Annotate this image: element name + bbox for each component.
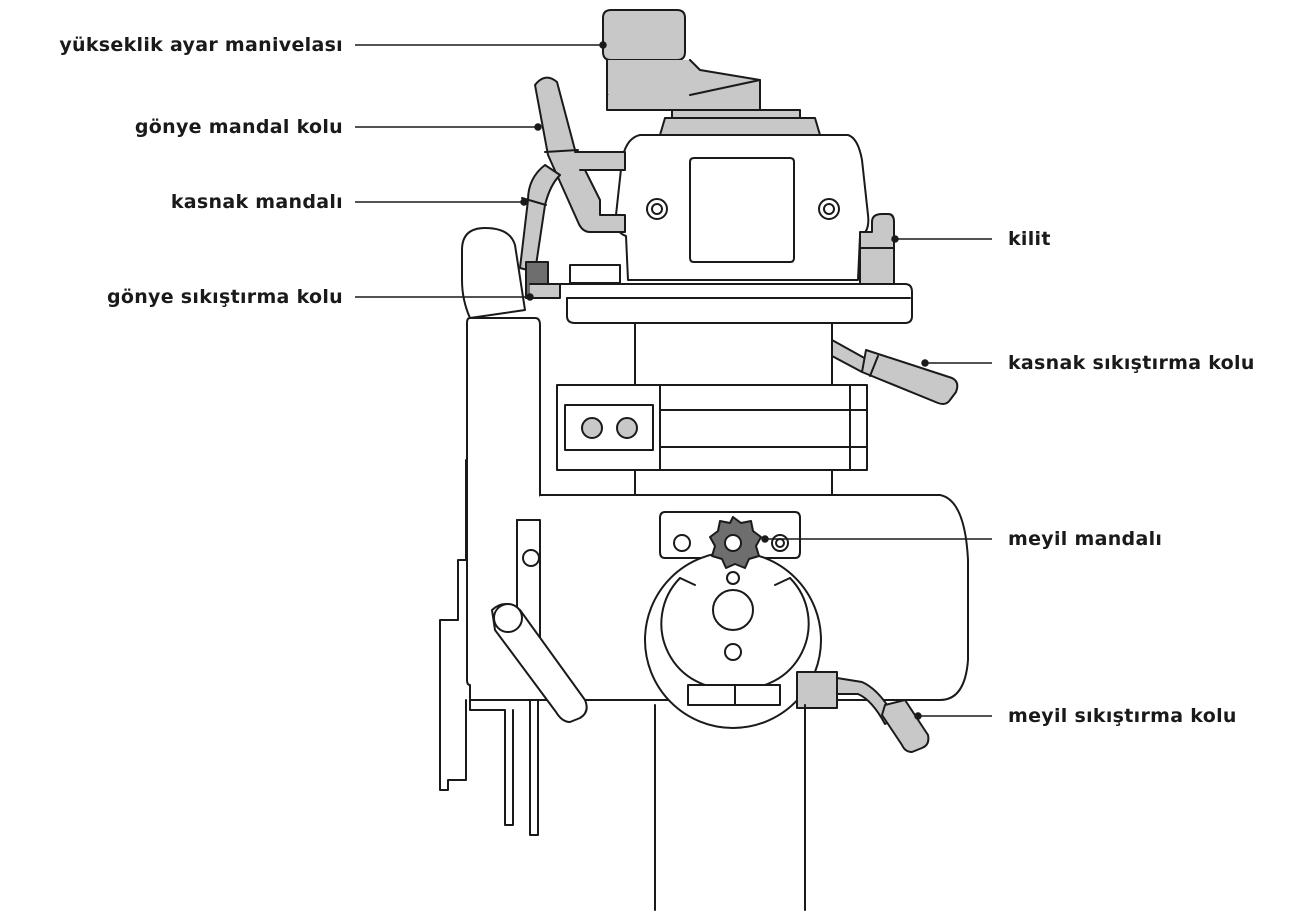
label-lock: kilit: [1008, 228, 1051, 250]
miter-latch-lever-drawing: [534, 76, 626, 233]
height-crank-drawing: [602, 9, 821, 136]
leader-dot-height-crank: [599, 41, 607, 49]
leader-lines: [355, 41, 992, 720]
leader-dot-miter-latch-lever: [534, 123, 542, 131]
motor-housing-drawing: [614, 134, 870, 281]
leader-dot-miter-clamp-lever: [526, 293, 534, 301]
pulley-clamp-lever-drawing: [831, 339, 959, 405]
label-height-crank: yükseklik ayar manivelası: [59, 34, 343, 56]
label-miter-latch-lever: gönye mandal kolu: [134, 116, 343, 138]
carriage-drawing: [556, 322, 868, 496]
base-plate-drawing: [529, 264, 913, 324]
tilt-assembly-drawing: [644, 511, 822, 729]
label-pulley-latch: kasnak mandalı: [170, 191, 343, 213]
leader-dot-tilt-clamp-lever: [914, 712, 922, 720]
label-tilt-clamp-lever: meyil sıkıştırma kolu: [1008, 705, 1237, 727]
label-miter-clamp-lever: gönye sıkıştırma kolu: [106, 286, 343, 308]
leader-dot-tilt-latch: [761, 535, 769, 543]
pulley-latch-drawing: [519, 164, 561, 299]
base-column-drawing: [654, 704, 806, 911]
miter-clamp-handle-drawing: [491, 603, 588, 723]
lock-drawing: [859, 213, 895, 286]
tilt-clamp-lever-drawing: [796, 671, 930, 753]
label-pulley-clamp-lever: kasnak sıkıştırma kolu: [1008, 352, 1255, 374]
leader-dot-pulley-clamp-lever: [921, 359, 929, 367]
leader-dot-pulley-latch: [520, 198, 528, 206]
label-tilt-latch: meyil mandalı: [1008, 528, 1163, 550]
leader-dot-lock: [891, 235, 899, 243]
